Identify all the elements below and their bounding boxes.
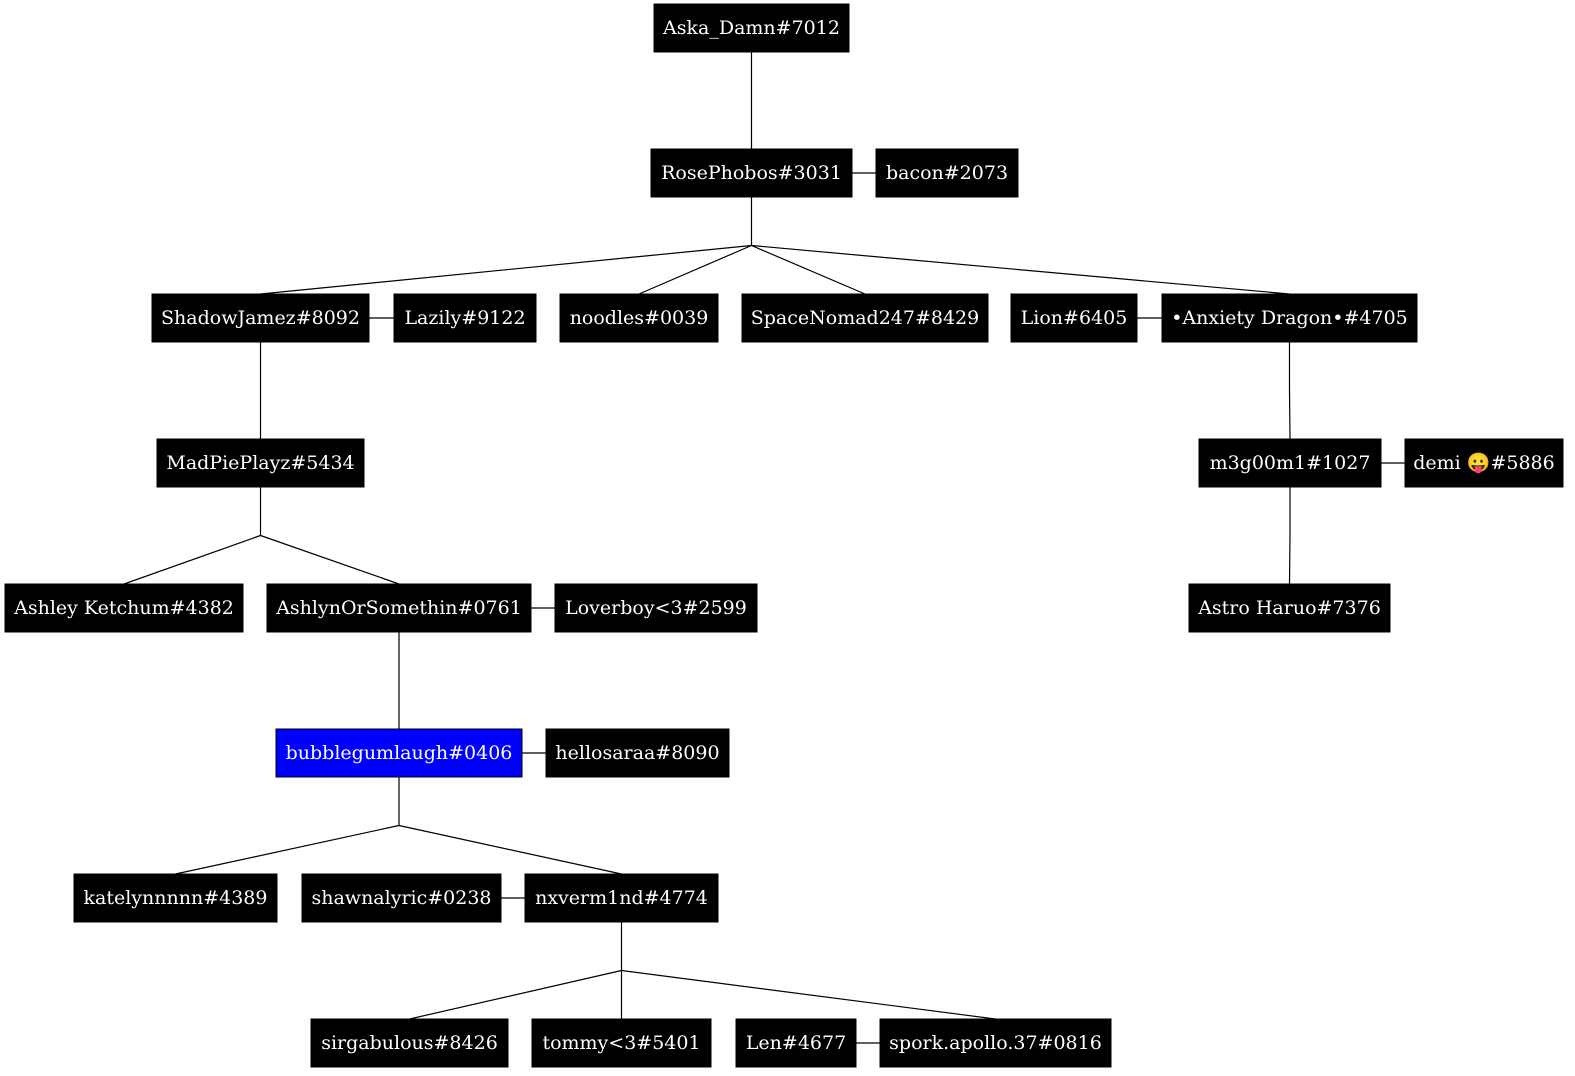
person-box xyxy=(735,1018,857,1068)
person-box xyxy=(393,293,537,343)
person-label: nxverm1nd#4774 xyxy=(535,887,708,909)
person-label: Ashley Ketchum#4382 xyxy=(13,597,234,619)
person-box xyxy=(1198,438,1382,488)
person-box xyxy=(1404,438,1564,488)
person-node-nxverm[interactable]: nxverm1nd#4774 xyxy=(524,873,719,923)
person-label: RosePhobos#3031 xyxy=(661,162,842,184)
person-label: •Anxiety Dragon•#4705 xyxy=(1171,307,1408,329)
person-node-sirg[interactable]: sirgabulous#8426 xyxy=(310,1018,509,1068)
person-node-noodles[interactable]: noodles#0039 xyxy=(559,293,719,343)
person-box xyxy=(879,1018,1112,1068)
person-box xyxy=(275,728,523,778)
person-label: bubblegumlaugh#0406 xyxy=(286,742,513,764)
person-node-aska[interactable]: Aska_Damn#7012 xyxy=(653,3,850,53)
person-node-hello[interactable]: hellosaraa#8090 xyxy=(545,728,730,778)
person-node-bacon[interactable]: bacon#2073 xyxy=(875,148,1019,198)
person-node-bubble[interactable]: bubblegumlaugh#0406 xyxy=(275,728,523,778)
person-node-lion[interactable]: Lion#6405 xyxy=(1010,293,1138,343)
child-edge-madpie-ashlyn xyxy=(260,534,400,585)
person-label: noodles#0039 xyxy=(570,307,709,329)
person-node-anxiety[interactable]: •Anxiety Dragon•#4705 xyxy=(1161,293,1418,343)
person-box xyxy=(301,873,502,923)
person-label: sirgabulous#8426 xyxy=(321,1032,498,1054)
person-box xyxy=(559,293,719,343)
person-node-lazily[interactable]: Lazily#9122 xyxy=(393,293,537,343)
person-box xyxy=(524,873,719,923)
person-node-spork[interactable]: spork.apollo.37#0816 xyxy=(879,1018,1112,1068)
child-edge-rose-noodles xyxy=(638,244,752,295)
edges-layer xyxy=(123,52,1405,1044)
person-node-loverboy[interactable]: Loverboy<3#2599 xyxy=(554,583,758,633)
person-node-shadow[interactable]: ShadowJamez#8092 xyxy=(151,293,370,343)
person-box xyxy=(73,873,278,923)
person-node-m3g[interactable]: m3g00m1#1027 xyxy=(1198,438,1382,488)
person-label: demi 😛#5886 xyxy=(1413,452,1554,474)
person-label: Lazily#9122 xyxy=(404,307,525,329)
person-node-ashlyn[interactable]: AshlynOrSomethin#0761 xyxy=(266,583,532,633)
person-node-space[interactable]: SpaceNomad247#8429 xyxy=(741,293,989,343)
person-box xyxy=(1010,293,1138,343)
person-label: Aska_Damn#7012 xyxy=(662,17,840,39)
person-node-astro[interactable]: Astro Haruo#7376 xyxy=(1188,583,1391,633)
person-box xyxy=(1161,293,1418,343)
person-label: tommy<3#5401 xyxy=(542,1032,700,1054)
person-box xyxy=(650,148,853,198)
child-edge-madpie-ashley xyxy=(123,534,261,585)
child-edge-anxiety-m3g xyxy=(1288,390,1291,440)
person-box xyxy=(310,1018,509,1068)
child-edge-rose-anxiety xyxy=(751,244,1290,295)
person-label: hellosaraa#8090 xyxy=(555,742,719,764)
person-node-ashley[interactable]: Ashley Ketchum#4382 xyxy=(4,583,244,633)
person-label: shawnalyric#0238 xyxy=(311,887,491,909)
person-box xyxy=(266,583,532,633)
person-box xyxy=(531,1018,712,1068)
person-node-kate[interactable]: katelynnnnn#4389 xyxy=(73,873,278,923)
child-edge-m3g-astro xyxy=(1288,535,1291,585)
person-box xyxy=(653,3,850,53)
person-box xyxy=(741,293,989,343)
person-label: Astro Haruo#7376 xyxy=(1197,597,1381,619)
person-label: Len#4677 xyxy=(746,1032,846,1054)
child-edge-rose-space xyxy=(751,244,866,295)
child-edge-bubble-nxverm xyxy=(398,824,622,875)
child-edge-bubble-kate xyxy=(175,824,400,875)
person-label: m3g00m1#1027 xyxy=(1210,452,1371,474)
child-edge-nxverm-spork xyxy=(621,969,996,1020)
person-label: SpaceNomad247#8429 xyxy=(751,307,980,329)
person-box xyxy=(156,438,365,488)
person-node-len[interactable]: Len#4677 xyxy=(735,1018,857,1068)
person-box xyxy=(554,583,758,633)
person-label: ShadowJamez#8092 xyxy=(161,307,360,329)
person-label: MadPiePlayz#5434 xyxy=(166,452,354,474)
person-label: katelynnnnn#4389 xyxy=(84,887,268,909)
person-box xyxy=(1188,583,1391,633)
person-box xyxy=(875,148,1019,198)
person-label: AshlynOrSomethin#0761 xyxy=(275,597,522,619)
person-label: Lion#6405 xyxy=(1021,307,1128,329)
child-edge-rose-shadow xyxy=(260,244,752,295)
person-node-shawna[interactable]: shawnalyric#0238 xyxy=(301,873,502,923)
person-label: bacon#2073 xyxy=(886,162,1008,184)
person-label: Loverboy<3#2599 xyxy=(565,597,747,619)
person-box xyxy=(151,293,370,343)
person-node-tommy[interactable]: tommy<3#5401 xyxy=(531,1018,712,1068)
person-box xyxy=(4,583,244,633)
person-box xyxy=(545,728,730,778)
person-node-demi[interactable]: demi 😛#5886 xyxy=(1404,438,1564,488)
child-edge-nxverm-sirg xyxy=(409,969,622,1020)
person-label: spork.apollo.37#0816 xyxy=(889,1032,1102,1054)
person-node-madpie[interactable]: MadPiePlayz#5434 xyxy=(156,438,365,488)
person-node-rose[interactable]: RosePhobos#3031 xyxy=(650,148,853,198)
